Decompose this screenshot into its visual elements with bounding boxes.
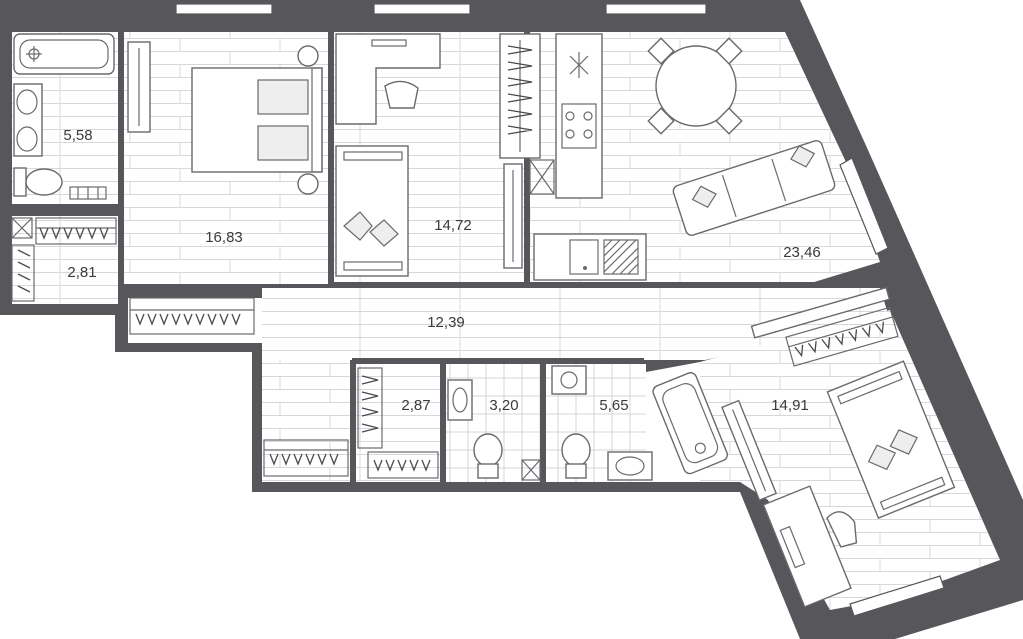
- closet-2-hangers-icon: [357, 367, 439, 479]
- area-label-bedroom-2: 14,72: [434, 217, 472, 234]
- closet-hangers-icon: [11, 217, 117, 302]
- wardrobe-icon: [127, 41, 151, 133]
- desk-3-icon: [762, 485, 858, 608]
- window-bedroom-3: [849, 575, 945, 617]
- single-bed-icon: [335, 145, 409, 277]
- area-label-kitchen-living: 23,46: [783, 244, 821, 261]
- area-label-toilet: 3,20: [489, 397, 518, 414]
- window-bedroom-2: [373, 3, 471, 15]
- area-label-hallway: 12,39: [427, 314, 465, 331]
- kitchen-counter-icon: [529, 33, 603, 199]
- kitchen-sink-icon: [533, 233, 647, 281]
- area-label-bathroom-1: 5,58: [63, 127, 92, 144]
- toilet-2-icon: [447, 379, 541, 481]
- area-label-bathroom-2: 5,65: [599, 397, 628, 414]
- window-kitchen: [605, 3, 707, 15]
- bed-3-icon: [826, 360, 956, 519]
- shoe-rack-icon: [263, 439, 349, 477]
- wardrobe-3-icon: [721, 399, 778, 502]
- window-living: [839, 157, 889, 255]
- windows: [175, 3, 945, 617]
- hall-wardrobe-icon: [129, 297, 255, 335]
- towel-rail-icon: [69, 186, 107, 200]
- area-label-bedroom-3: 14,91: [771, 397, 809, 414]
- area-label-closet-2: 2,87: [401, 397, 430, 414]
- bathroom-2-fixtures-icon: [551, 365, 653, 481]
- area-label-bedroom-1: 16,83: [205, 229, 243, 246]
- hall-wardrobe-2-icon: [750, 286, 899, 367]
- bathtub-icon: [13, 33, 115, 75]
- desk-icon: [335, 33, 441, 125]
- bathtub-2-icon: [652, 372, 729, 475]
- toilet-icon: [13, 167, 63, 197]
- area-label-closet-1: 2,81: [67, 264, 96, 281]
- dining-table-icon: [647, 37, 743, 135]
- window-bedroom-1: [175, 3, 273, 15]
- area-labels: 5,58 16,83 2,81 14,72 23,46 12,39 2,87 3…: [63, 127, 820, 414]
- wardrobe-hangers-icon: [499, 33, 541, 269]
- sofa-icon: [672, 140, 836, 236]
- double-bed-icon: [191, 45, 323, 195]
- sink-icon: [13, 83, 43, 157]
